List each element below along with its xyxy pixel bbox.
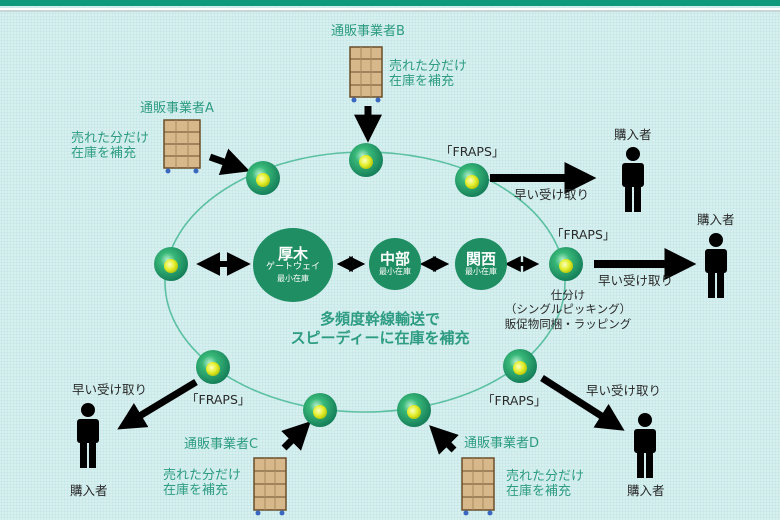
node-top — [349, 143, 383, 177]
buyer-label-top: 購入者 — [614, 127, 652, 142]
merchant-b-note: 売れた分だけ 在庫を補充 — [389, 59, 468, 90]
hub-atsugi-stock: 最小在庫 — [277, 273, 309, 283]
merchant-d-label: 通販事業者D — [464, 436, 540, 451]
merchant-c-note: 売れた分だけ 在庫を補充 — [163, 468, 242, 499]
pickup-label-bottom-left: 早い受け取り — [72, 382, 148, 397]
pickup-label-bottom-right: 早い受け取り — [586, 383, 662, 398]
merchant-b-note-line1: 売れた分だけ — [389, 59, 468, 74]
fraps-label-bottom-left: 「FRAPS」 — [186, 392, 251, 407]
node-fraps-right — [549, 247, 583, 281]
merchant-b-label: 通販事業者B — [331, 24, 405, 39]
cart-icon-c — [253, 457, 287, 516]
sorting-note-line2: （シングルピッキング） — [504, 302, 632, 317]
center-caption-line1: 多頻度幹線輸送で — [319, 310, 440, 328]
pickup-label-right: 早い受け取り — [598, 273, 674, 288]
node-fraps-top — [455, 163, 489, 197]
arrow-merchant-d-to-node — [429, 425, 459, 455]
hub-atsugi-name: 厚木 — [277, 244, 308, 263]
node-fraps-bottom-right — [503, 349, 537, 383]
hub-chubu-name: 中部 — [379, 249, 410, 268]
merchant-d-note-line2: 在庫を補充 — [506, 483, 572, 499]
hub-kansai-stock: 最小在庫 — [465, 267, 497, 277]
hub-kansai: 関西 最小在庫 — [455, 238, 507, 290]
node-top-left — [246, 161, 280, 195]
merchant-a-note-line1: 売れた分だけ — [71, 131, 150, 146]
merchant-d-note-line1: 売れた分だけ — [506, 469, 585, 484]
center-caption-line2: スピーディーに在庫を補充 — [290, 328, 470, 347]
top-bar — [0, 0, 780, 6]
person-icon-buyer-right — [705, 233, 727, 298]
merchant-c-note-line1: 売れた分だけ — [163, 468, 242, 483]
center-caption: 多頻度幹線輸送で スピーディーに在庫を補充 — [270, 310, 490, 348]
cart-icon-d — [461, 457, 495, 516]
hub-chubu: 中部 最小在庫 — [369, 238, 421, 290]
arrows — [117, 106, 697, 455]
cart-icon-b — [349, 46, 383, 103]
merchant-c-label: 通販事業者C — [184, 437, 259, 452]
top-divider — [0, 8, 780, 10]
pickup-label-top: 早い受け取り — [514, 187, 590, 202]
fraps-label-right: 「FRAPS」 — [551, 227, 616, 242]
hub-chubu-stock: 最小在庫 — [379, 267, 411, 277]
merchant-a-label: 通販事業者A — [140, 101, 214, 116]
ring-nodes — [154, 143, 583, 427]
hub-atsugi: 厚木 ゲートウェイ 最小在庫 — [253, 228, 333, 302]
merchant-a-note-line2: 在庫を補充 — [71, 145, 137, 161]
hub-atsugi-sub: ゲートウェイ — [265, 262, 320, 273]
buyer-label-bottom-left: 購入者 — [70, 483, 108, 498]
sorting-note: 仕分け （シングルピッキング） 販促物同梱・ラッピング — [500, 288, 636, 331]
node-bottom-right — [397, 393, 431, 427]
merchant-a-note: 売れた分だけ 在庫を補充 — [71, 131, 150, 162]
arrow-fraps-to-buyer-bottom-right — [540, 375, 625, 431]
person-icon-buyer-top — [622, 147, 644, 212]
fraps-label-bottom-right: 「FRAPS」 — [482, 393, 547, 408]
merchant-b-note-line2: 在庫を補充 — [389, 73, 455, 89]
person-icon-buyer-bottom-right — [634, 413, 656, 478]
arrow-merchant-a-to-node — [208, 148, 250, 176]
fraps-label-top: 「FRAPS」 — [440, 144, 505, 159]
person-icon-buyer-bottom-left — [77, 403, 99, 468]
sorting-note-line1: 仕分け — [550, 288, 586, 302]
buyer-label-bottom-right: 購入者 — [627, 483, 665, 498]
node-bottom-left — [303, 393, 337, 427]
node-fraps-bottom-left — [196, 350, 230, 384]
arrow-fraps-to-buyer-bottom-left — [117, 379, 198, 430]
cart-icon-a — [163, 119, 201, 174]
buyer-label-right: 購入者 — [697, 212, 735, 227]
merchant-c-note-line2: 在庫を補充 — [163, 482, 229, 498]
node-left — [154, 247, 188, 281]
top-divider-shadow — [0, 10, 780, 12]
hub-kansai-name: 関西 — [465, 249, 496, 268]
sorting-note-line3: 販促物同梱・ラッピング — [504, 316, 632, 331]
merchant-d-note: 売れた分だけ 在庫を補充 — [506, 469, 585, 500]
arrow-merchant-c-to-node — [281, 421, 311, 451]
